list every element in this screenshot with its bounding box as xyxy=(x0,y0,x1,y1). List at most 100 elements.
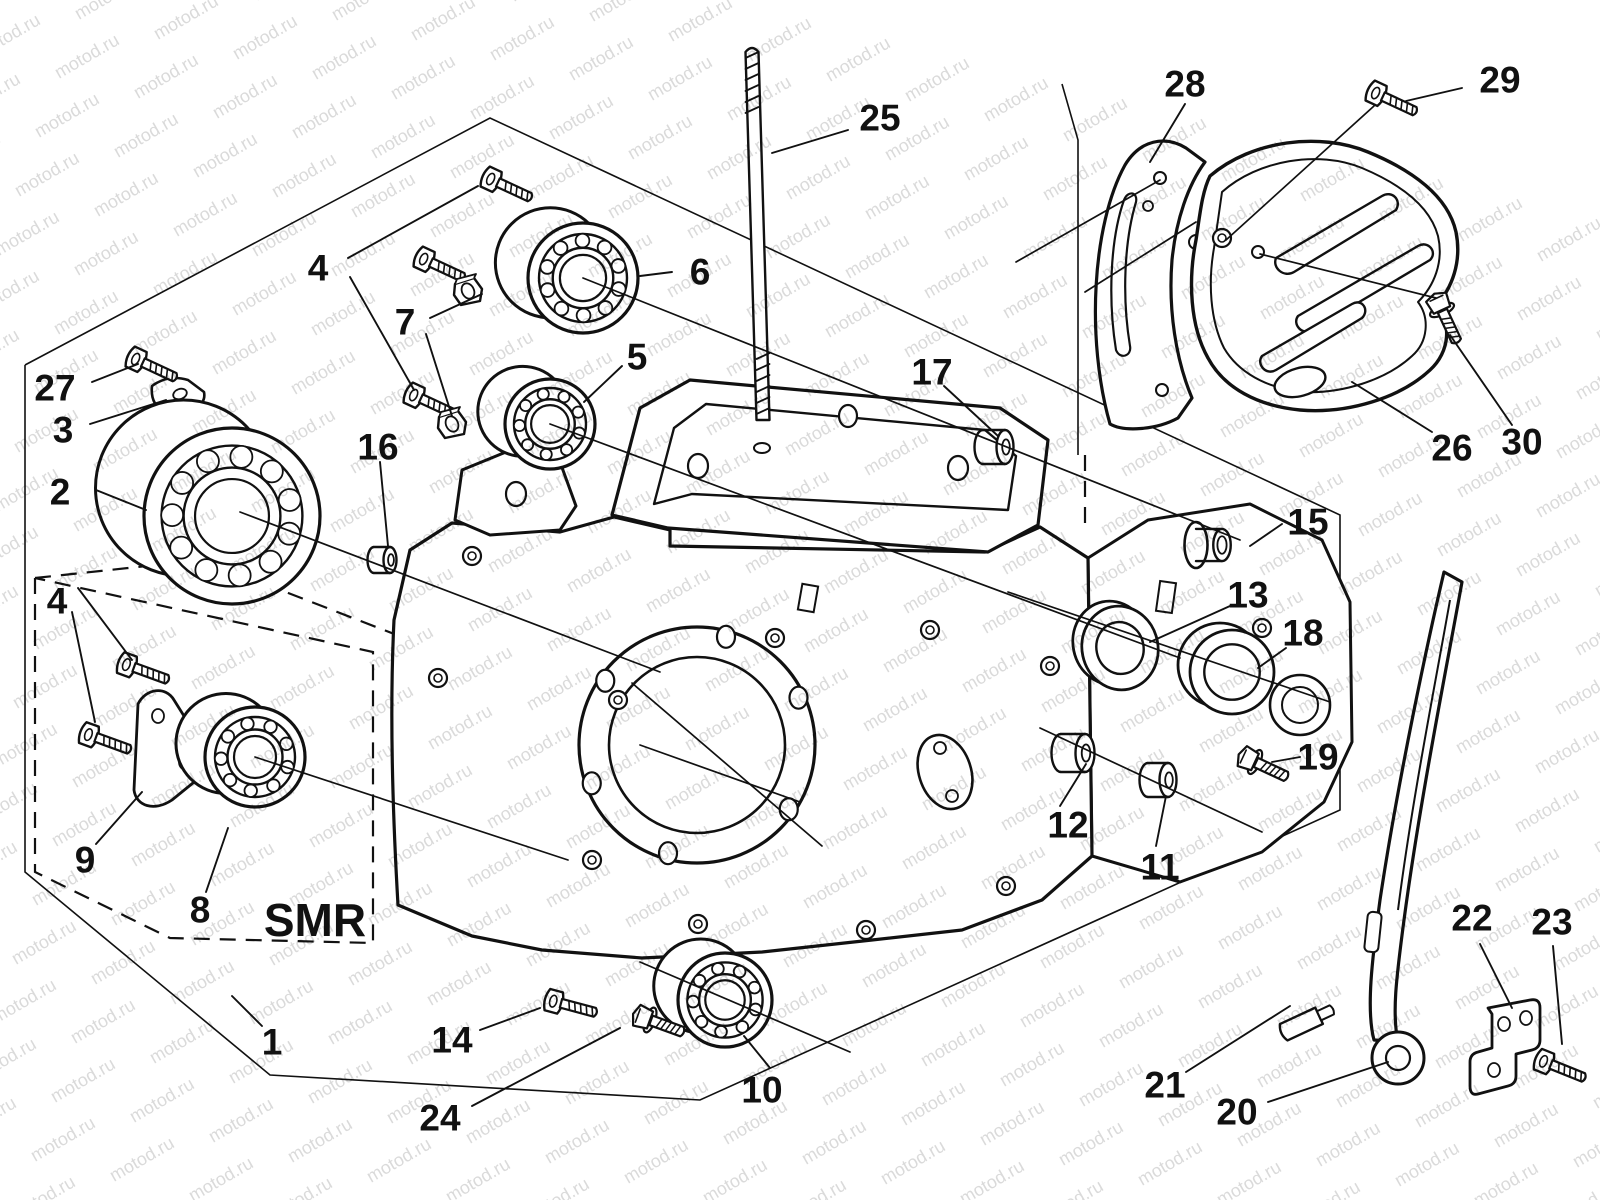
diagram-path xyxy=(1379,91,1419,117)
watermark-text: motod.ru xyxy=(324,996,396,1049)
watermark-text: motod.ru xyxy=(624,111,696,164)
watermark-text: motod.ru xyxy=(565,32,637,85)
diagram-circle xyxy=(1045,661,1055,671)
watermark-text: motod.ru xyxy=(1253,1039,1325,1092)
watermark-text: motod.ru xyxy=(7,1172,79,1200)
diagram-line xyxy=(140,664,143,676)
diagram-line xyxy=(429,293,483,319)
watermark-text: motod.ru xyxy=(8,916,80,969)
watermark-text: motod.ru xyxy=(1194,960,1266,1013)
diagram-ellipse xyxy=(581,771,602,796)
dashed-boundary-line xyxy=(34,558,1014,744)
diagram-path xyxy=(494,177,534,203)
watermark-text: motod.ru xyxy=(838,998,910,1051)
watermark-text: motod.ru xyxy=(0,128,4,181)
diagram-line xyxy=(108,736,111,748)
diagram-ellipse xyxy=(1487,1062,1501,1078)
watermark-text: motod.ru xyxy=(861,171,933,224)
watermark-text: motod.ru xyxy=(387,51,459,104)
part-bracket-plate-28 xyxy=(1093,139,1207,431)
watermark-text: motod.ru xyxy=(1313,862,1385,915)
watermark-text: motod.ru xyxy=(284,1114,356,1167)
diagram-path xyxy=(744,46,771,422)
diagram-line xyxy=(1259,253,1437,299)
diagram-line xyxy=(432,399,436,411)
diagram-key xyxy=(796,582,820,614)
diagram-line xyxy=(442,263,446,275)
watermark-text: motod.ru xyxy=(0,975,60,1028)
diagram-circle xyxy=(694,1014,709,1029)
diagram-circle xyxy=(770,633,780,643)
diagram-line xyxy=(1149,605,1231,643)
watermark-text: motod.ru xyxy=(1312,1118,1384,1171)
part-socket-bolt-29 xyxy=(1364,79,1419,117)
watermark-text: motod.ru xyxy=(683,190,755,243)
diagram-line xyxy=(591,1006,594,1018)
diagram-line xyxy=(1574,1068,1577,1080)
watermark-text: motod.ru xyxy=(288,90,360,143)
diagram-ellipse xyxy=(83,728,94,742)
diagram-circle xyxy=(194,558,219,582)
watermark-text: motod.ru xyxy=(703,131,775,184)
part-label-16: 16 xyxy=(357,427,398,468)
part-tensioner-blade-20 xyxy=(1363,570,1464,1086)
diagram-line xyxy=(744,73,760,81)
diagram-line xyxy=(149,360,152,372)
diagram-line xyxy=(165,368,169,380)
diagram-line xyxy=(669,1023,677,1034)
part-label-30: 30 xyxy=(1501,422,1542,463)
watermark-text: motod.ru xyxy=(917,1018,989,1071)
diagram-path xyxy=(1397,599,1451,911)
part-bushing-11 xyxy=(1138,761,1178,799)
diagram-line xyxy=(1563,1064,1566,1076)
watermark-text: motod.ru xyxy=(0,0,64,3)
watermark-text: motod.ru xyxy=(47,1054,119,1107)
watermark-text: motod.ru xyxy=(208,326,280,379)
watermark-text: motod.ru xyxy=(976,1097,1048,1150)
diagram-circle xyxy=(861,925,871,935)
diagram-line xyxy=(448,265,451,277)
diagram-circle xyxy=(735,1020,750,1034)
part-hex-bolt-19 xyxy=(1236,745,1290,783)
diagram-circle xyxy=(1203,643,1261,701)
watermark-text: motod.ru xyxy=(287,346,359,399)
watermark-text: motod.ru xyxy=(1470,1158,1542,1200)
part-label-24: 24 xyxy=(419,1098,461,1139)
diagram-line xyxy=(639,744,801,803)
part-label-7: 7 xyxy=(395,302,416,343)
watermark-text: motod.ru xyxy=(620,1135,692,1188)
watermark-text: motod.ru xyxy=(9,660,81,713)
part-socket-bolt-4-5 xyxy=(77,721,133,755)
diagram-ellipse xyxy=(916,733,974,811)
diagram-line xyxy=(146,666,149,678)
watermark-text: motod.ru xyxy=(1055,1117,1127,1170)
diagram-circle xyxy=(213,751,229,766)
diagram-line xyxy=(1579,1071,1583,1083)
dashed-boundary-line xyxy=(33,576,375,945)
diagram-line xyxy=(771,129,849,154)
diagram-line xyxy=(664,1021,673,1032)
diagram-circle xyxy=(193,477,271,555)
part-label-4: 4 xyxy=(47,581,68,622)
watermark-text: motod.ru xyxy=(146,1015,218,1068)
watermark-text: motod.ru xyxy=(50,286,122,339)
watermark-text: motod.ru xyxy=(0,522,42,575)
watermark-text: motod.ru xyxy=(762,210,834,263)
watermark-text: motod.ru xyxy=(1549,1178,1600,1200)
diagram-line xyxy=(1084,221,1197,293)
diagram-circle xyxy=(1155,383,1169,397)
parts-layer xyxy=(77,46,1587,1096)
watermark-text: motod.ru xyxy=(920,250,992,303)
part-socket-bolt-23 xyxy=(1532,1047,1587,1083)
watermark-text: motod.ru xyxy=(68,739,140,792)
diagram-line xyxy=(549,423,1181,659)
diagram-line xyxy=(1449,334,1513,426)
watermark-text: motod.ru xyxy=(0,1034,40,1087)
watermark-text: motod.ru xyxy=(0,896,1,949)
watermark-text: motod.ru xyxy=(0,69,24,122)
part-label-11: 11 xyxy=(1140,847,1179,888)
diagram-ellipse xyxy=(548,994,558,1008)
diagram-circle xyxy=(243,783,258,798)
diagram-circle xyxy=(266,778,281,793)
diagram-line xyxy=(583,365,623,403)
